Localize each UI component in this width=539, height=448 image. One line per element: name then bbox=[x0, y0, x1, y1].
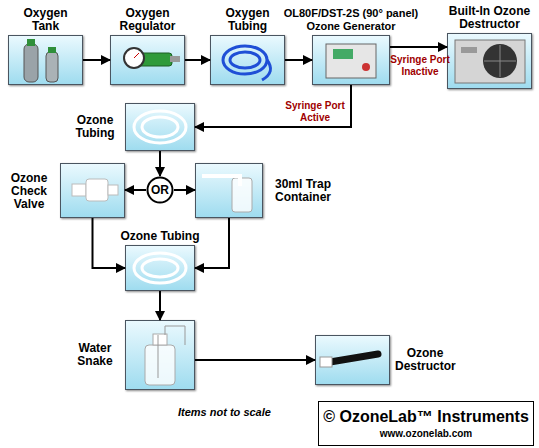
component-box: 30ml Trap Container bbox=[195, 163, 263, 218]
tubing-coil bbox=[134, 253, 186, 283]
flow-arrow bbox=[195, 85, 351, 127]
node-label: Oxygen Regulator bbox=[113, 7, 183, 33]
regulator-body bbox=[128, 53, 172, 66]
valve-outlet bbox=[108, 185, 118, 195]
destructor-rod bbox=[330, 354, 378, 362]
component-box: Ozone Check Valve bbox=[60, 163, 125, 218]
node-label: OR bbox=[146, 176, 174, 204]
regulator-gauge bbox=[124, 48, 144, 68]
node-label: Ozone Destructor bbox=[395, 347, 455, 373]
tubing-coil bbox=[142, 259, 178, 277]
trap-bottle bbox=[232, 178, 252, 212]
component-box: Built-In Ozone Destructor bbox=[447, 33, 532, 89]
snake-cap bbox=[153, 334, 167, 345]
edge-label: Syringe Port Active bbox=[283, 100, 347, 124]
flow-arrow bbox=[159, 291, 161, 320]
destructor-fan bbox=[483, 44, 517, 78]
component-box: Ozone Tubing bbox=[125, 245, 195, 291]
component-box: Oxygen Regulator bbox=[110, 35, 185, 85]
component-box: OL80F/DST-2S (90° panel) Ozone Generator bbox=[312, 35, 390, 85]
tubing-end bbox=[262, 60, 271, 80]
snake-tube bbox=[158, 326, 185, 378]
tubing-coil bbox=[223, 46, 267, 74]
flow-arrow bbox=[195, 218, 229, 268]
valve-inlet bbox=[72, 184, 86, 196]
node-label: Ozone Tubing bbox=[69, 114, 121, 140]
component-box: Ozone Tubing bbox=[125, 103, 195, 151]
flow-arrow bbox=[93, 218, 126, 268]
flow-arrow bbox=[390, 46, 447, 48]
component-box: Ozone Destructor bbox=[315, 335, 390, 385]
tubing-coil bbox=[134, 111, 186, 143]
flow-arrow bbox=[185, 59, 210, 61]
cylinder-valve bbox=[27, 39, 35, 46]
cylinder-valve bbox=[48, 47, 56, 53]
component-box: Water Snake bbox=[125, 320, 195, 390]
note-text: Items not to scale bbox=[178, 406, 271, 418]
snake-bottle bbox=[145, 345, 175, 385]
destructor-panel bbox=[455, 40, 525, 83]
generator-knob bbox=[362, 63, 370, 71]
node-label: Ozone Tubing bbox=[100, 230, 220, 243]
node-label: 30ml Trap Container bbox=[268, 178, 338, 204]
copyright-text: © OzoneLab™ Instruments bbox=[323, 407, 529, 427]
node-label: Water Snake bbox=[69, 342, 121, 368]
fan-guard bbox=[484, 45, 516, 77]
valve-body bbox=[86, 179, 108, 201]
flow-arrow bbox=[195, 359, 315, 361]
flow-arrow bbox=[125, 189, 146, 191]
node-label: Oxygen Tubing bbox=[218, 7, 278, 33]
tubing-coil bbox=[142, 117, 178, 137]
copyright-box: © OzoneLab™ Instrumentswww.ozonelab.com bbox=[318, 401, 534, 446]
component-box: Oxygen Tank bbox=[8, 35, 83, 85]
choice-circle: OR bbox=[146, 176, 174, 204]
node-label: OL80F/DST-2S (90° panel) Ozone Generator bbox=[271, 7, 431, 33]
generator-display bbox=[333, 49, 353, 59]
flow-arrow bbox=[285, 59, 312, 61]
tubing-coil bbox=[230, 52, 260, 68]
copyright-text: www.ozonelab.com bbox=[380, 427, 472, 441]
flow-arrow bbox=[174, 189, 195, 191]
gauge-needle bbox=[134, 53, 139, 58]
generator-unit bbox=[326, 44, 376, 78]
component-box: Oxygen Tubing bbox=[210, 35, 285, 85]
node-label: Oxygen Tank bbox=[16, 7, 76, 33]
node-label: Built-In Ozone Destructor bbox=[442, 5, 537, 31]
rod-cap bbox=[320, 357, 332, 367]
edge-label: Syringe Port Inactive bbox=[388, 54, 452, 78]
oxygen-cylinder bbox=[24, 44, 38, 82]
destructor-switch bbox=[461, 47, 477, 53]
oxygen-cylinder bbox=[46, 52, 58, 82]
regulator-outlet bbox=[170, 56, 180, 62]
flow-arrow bbox=[83, 59, 110, 61]
flow-arrow bbox=[159, 151, 161, 176]
node-label: Ozone Check Valve bbox=[2, 171, 56, 210]
trap-tube bbox=[202, 176, 240, 186]
